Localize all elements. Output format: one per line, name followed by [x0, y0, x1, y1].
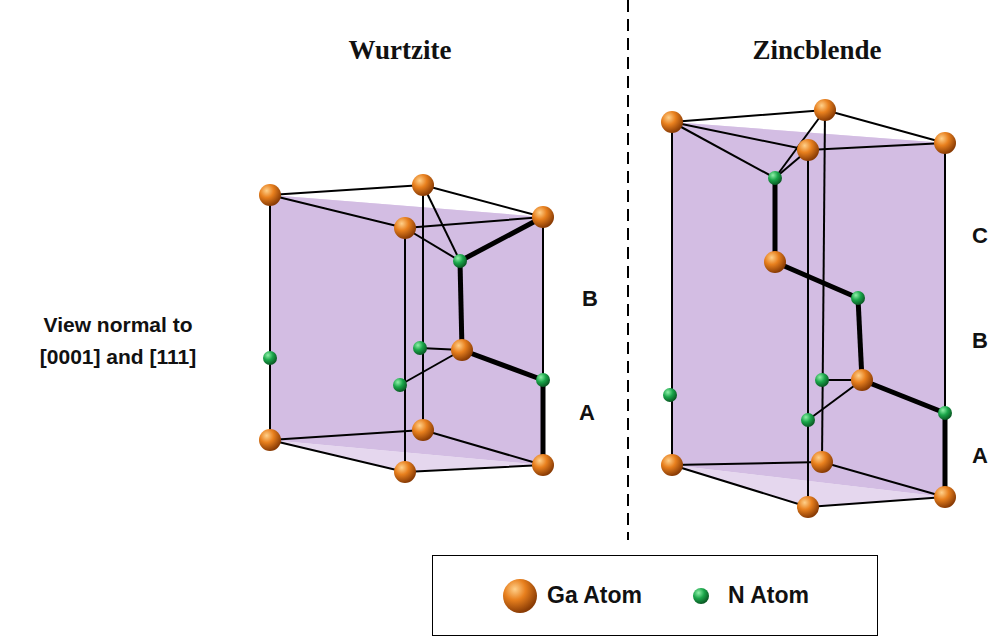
- legend-text: N Atom: [728, 582, 809, 609]
- divider-line: [627, 0, 629, 540]
- layer-label: C: [972, 219, 988, 252]
- wurtzite-cell: [259, 174, 554, 483]
- legend-text: Ga Atom: [547, 582, 642, 609]
- structure-title: Wurtzite: [349, 30, 452, 71]
- legend-box: Ga Atom N Atom: [432, 555, 878, 636]
- layer-label: B: [582, 282, 598, 315]
- structure-title: Zincblende: [752, 30, 881, 71]
- n-atom-swatch: [682, 577, 720, 615]
- layer-label: A: [972, 439, 988, 472]
- layer-label: A: [579, 396, 595, 429]
- ga-atom-swatch: [501, 577, 539, 615]
- layer-label: B: [972, 324, 988, 357]
- zincblende-cell: [661, 99, 956, 518]
- legend-entry: N Atom: [682, 577, 809, 615]
- legend-entry: Ga Atom: [501, 577, 642, 615]
- view-note: View normal to [0001] and [111]: [16, 309, 221, 372]
